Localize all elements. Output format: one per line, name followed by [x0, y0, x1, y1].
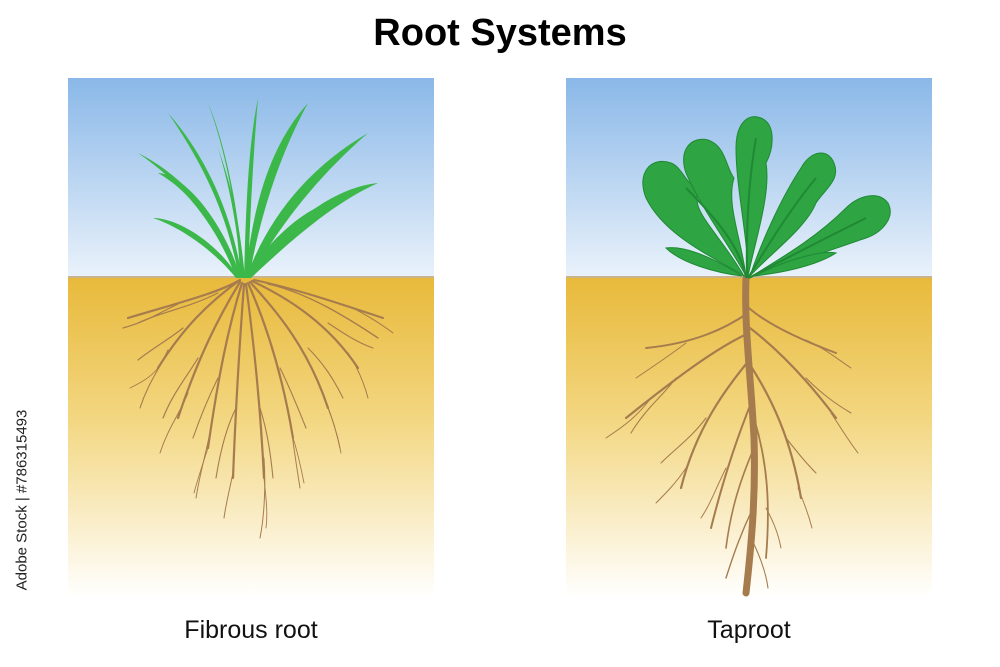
dandelion-stem-icon [685, 137, 867, 279]
stock-id-watermark: Adobe Stock | #786315493 [2, 400, 42, 600]
fibrous-root-illustration [68, 78, 434, 598]
fibrous-root-panel [68, 78, 434, 598]
taproot-illustration [566, 78, 932, 598]
taproot-caption: Taproot [707, 616, 791, 644]
fibrous-root-icon [122, 278, 394, 539]
taproot-panel [566, 78, 932, 598]
grass-plant-icon [138, 98, 378, 278]
diagram-title: Root Systems [373, 12, 627, 54]
fibrous-root-caption: Fibrous root [184, 616, 318, 644]
taproot-icon [605, 274, 859, 597]
stock-id-text: Adobe Stock | #786315493 [13, 409, 31, 591]
